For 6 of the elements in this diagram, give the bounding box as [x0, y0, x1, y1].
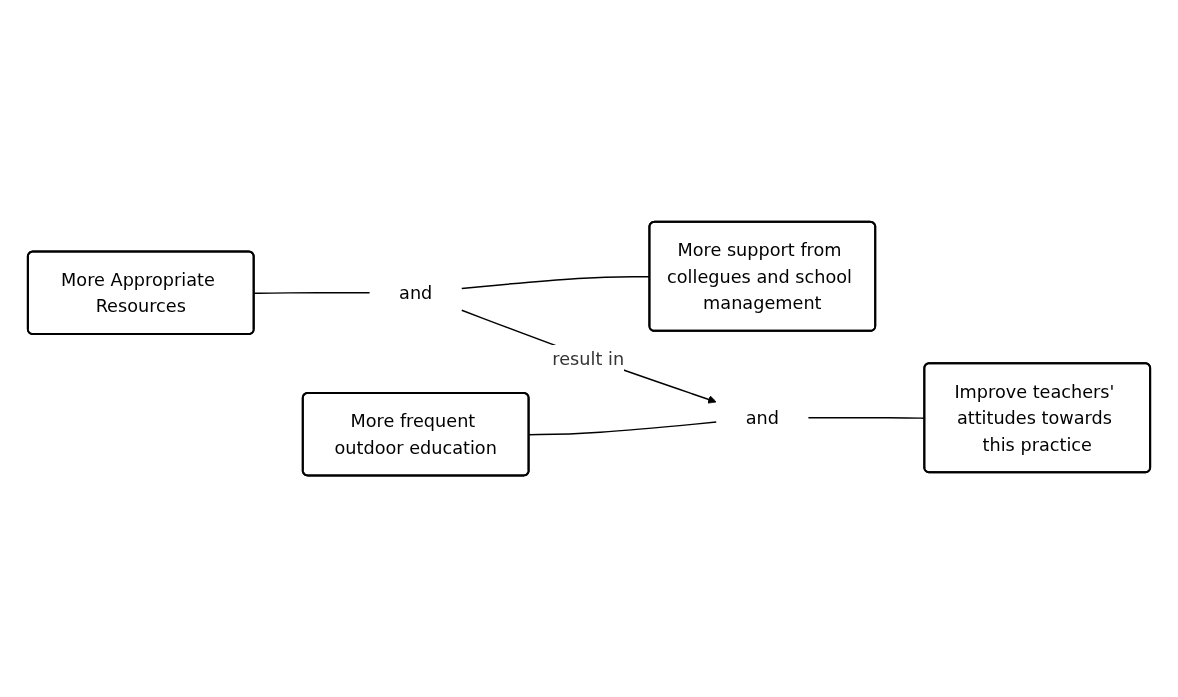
arrow — [461, 309, 717, 404]
node-text: and — [745, 407, 779, 428]
connector — [528, 421, 717, 436]
edge-label: result in — [552, 347, 625, 369]
node-text: and — [399, 282, 433, 303]
connector — [253, 291, 371, 294]
